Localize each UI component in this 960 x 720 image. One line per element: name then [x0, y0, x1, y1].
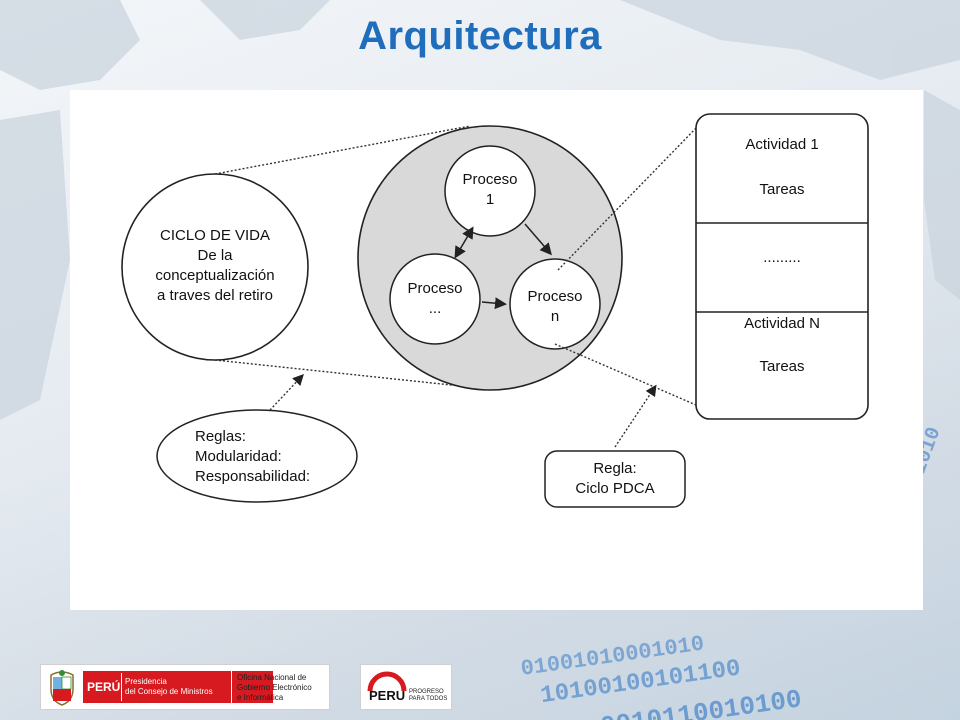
ongei-line-1: Oficina Nacional de: [237, 673, 307, 682]
diagram-panel: CICLO DE VIDA De la conceptualización a …: [70, 90, 923, 610]
arrow-dots-to-n: [481, 297, 507, 310]
regla-pdca-line-2: Ciclo PDCA: [575, 480, 654, 497]
peru-flag-block: [83, 671, 273, 703]
peru-progreso-arch-icon: [367, 671, 407, 691]
rules-line-3: Responsabilidad:: [195, 468, 310, 485]
proceso-dots-label: Proceso: [407, 280, 462, 297]
progreso-line-1: PROGRESO: [409, 689, 444, 695]
ongei-line-3: e Informática: [237, 693, 284, 702]
lifecycle-line-1: CICLO DE VIDA: [160, 227, 270, 244]
proceso-1-label: Proceso: [462, 171, 517, 188]
proceso-1-number: 1: [486, 191, 494, 208]
regla-pdca-box: [544, 450, 686, 508]
progreso-line-2: PARA TODOS: [409, 696, 448, 702]
tareas-n-label: Tareas: [759, 358, 804, 375]
proceso-dots-node: [389, 253, 481, 345]
architecture-diagram: CICLO DE VIDA De la conceptualización a …: [121, 113, 869, 508]
proceso-1-node: [444, 145, 536, 237]
arrow-proceso1-to-n: [524, 223, 552, 256]
actividad-1-label: Actividad 1: [745, 136, 818, 153]
proceso-n-label: Proceso: [527, 288, 582, 305]
actividad-n-label: Actividad N: [744, 315, 820, 332]
pcm-ongei-logo: PERÚ Presidencia del Consejo de Ministro…: [40, 664, 330, 710]
activity-box: [695, 113, 869, 420]
presidencia-line-1: Presidencia: [125, 677, 167, 686]
zoom-line-bottom: [554, 343, 697, 406]
lifecycle-line-4: a traves del retiro: [157, 287, 273, 304]
activity-ellipsis: .........: [763, 249, 801, 266]
peru-coat-of-arms-icon: [50, 670, 74, 706]
ongei-line-2: Gobierno Electrónico: [237, 683, 312, 692]
rules-line-2: Modularidad:: [195, 448, 282, 465]
zoom-line-top: [557, 123, 701, 271]
lifecycle-circle: [121, 173, 309, 361]
lifecycle-line-2: De la: [197, 247, 233, 264]
rules-arrow: [269, 373, 304, 411]
regla-pdca-line-1: Regla:: [593, 460, 636, 477]
tareas-1-label: Tareas: [759, 181, 804, 198]
tangent-line-top: [214, 125, 471, 175]
proceso-n-node: [509, 258, 601, 350]
rules-ellipse: [156, 409, 358, 503]
proceso-dots-ellipsis: ...: [429, 300, 442, 317]
arrow-proceso1-to-dots: [454, 226, 474, 259]
rules-line-1: Reglas:: [195, 428, 246, 445]
proceso-n-letter: n: [551, 308, 559, 325]
presidencia-line-2: del Consejo de Ministros: [125, 687, 213, 696]
tangent-line-bottom: [214, 359, 471, 388]
peru-progreso-label: PERU: [369, 688, 406, 703]
regla-pdca-arrow: [614, 384, 657, 448]
page-title: Arquitectura: [358, 14, 602, 58]
peru-label: PERÚ: [87, 680, 121, 694]
lifecycle-line-3: conceptualización: [155, 267, 274, 284]
peru-progreso-logo: PERU PROGRESO PARA TODOS: [360, 664, 452, 710]
